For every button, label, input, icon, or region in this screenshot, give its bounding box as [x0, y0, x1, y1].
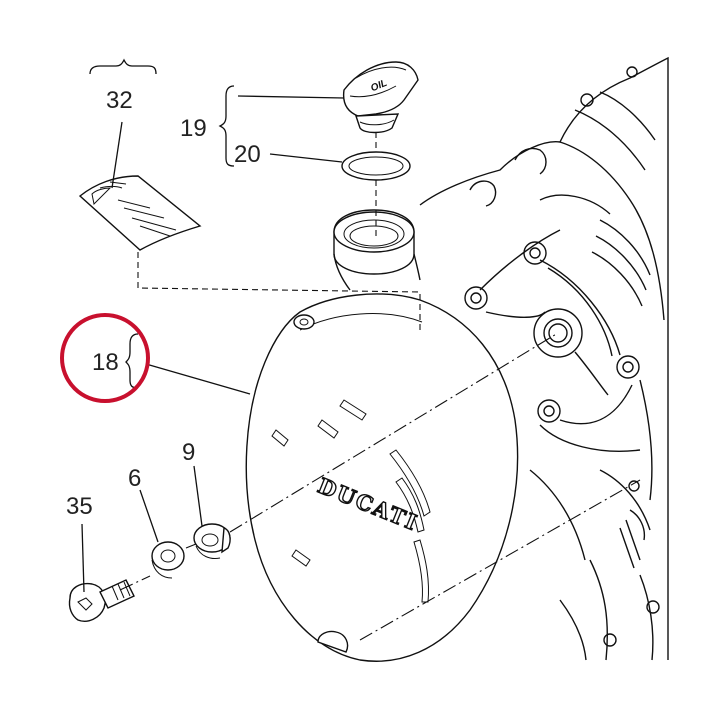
- callout-18: 18: [92, 349, 119, 376]
- callout-35: 35: [66, 493, 93, 520]
- engine-crankcase-icon: [419, 56, 669, 661]
- washer-icon: [151, 541, 185, 579]
- clutch-cover-icon: DUCATI: [245, 293, 519, 662]
- callout-9: 9: [182, 439, 195, 466]
- assembly-lines: [81, 95, 641, 641]
- bushing-icon: [193, 523, 231, 559]
- o-ring-icon: [341, 151, 411, 181]
- highlight-circle: [60, 313, 150, 403]
- callout-6: 6: [128, 465, 141, 492]
- oil-filler-cap-icon: OIL: [342, 61, 419, 134]
- callout-labels: 32 19 20 18 35 6 9: [66, 87, 261, 520]
- oil-filler-neck: [333, 209, 421, 291]
- callout-20: 20: [234, 141, 261, 168]
- callout-braces: [89, 58, 235, 389]
- callout-19: 19: [180, 115, 207, 142]
- callout-32: 32: [106, 87, 133, 114]
- screw-icon: [68, 579, 135, 622]
- label-sticker-icon: [78, 175, 202, 251]
